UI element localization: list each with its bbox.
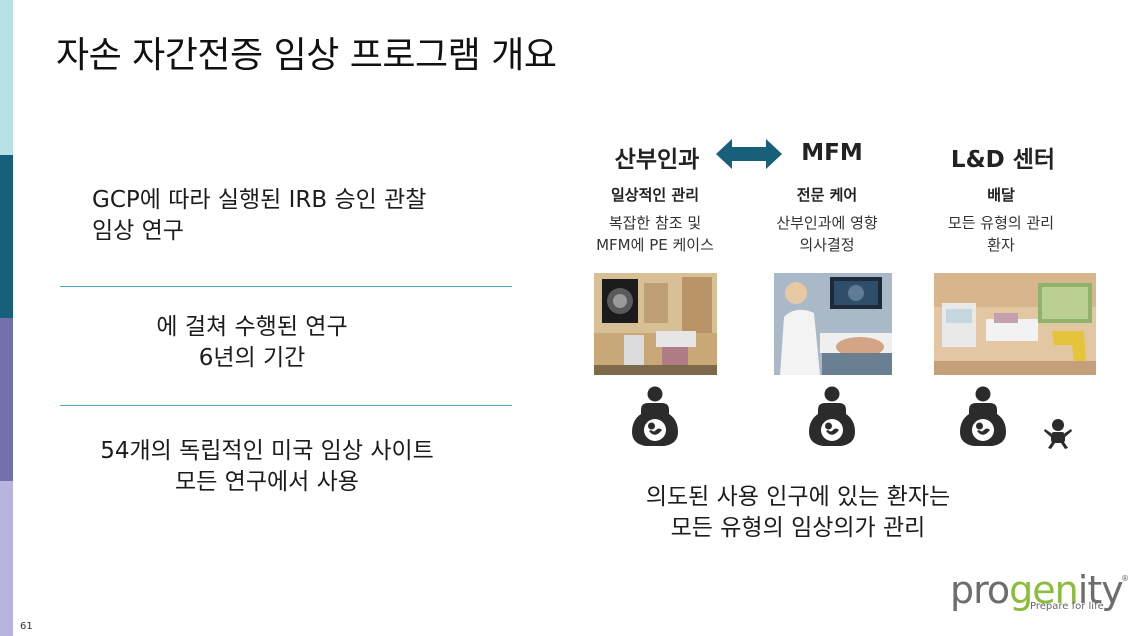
- baby-icon: [1044, 419, 1072, 449]
- progenity-logo: progenity ® Prepare for life.: [950, 568, 1129, 612]
- column-desc-ld-line1: 모든 유형의 관리: [947, 214, 1055, 232]
- delivery-room-photo: [934, 273, 1096, 375]
- double-arrow-icon: [716, 139, 782, 169]
- column-heading-obgyn: 산부인과: [614, 147, 700, 173]
- logo-wordmark: progenity: [950, 568, 1124, 612]
- exam-room-photo: [594, 273, 717, 375]
- pregnant-woman-icon: [809, 386, 855, 446]
- column-desc-ld-line2: 환자: [987, 236, 1015, 254]
- registered-mark: ®: [1121, 574, 1129, 583]
- left-block-sites: 54개의 독립적인 미국 임상 사이트 모든 연구에서 사용: [100, 436, 434, 498]
- column-desc-mfm: 산부인과에 영향 의사결정: [752, 212, 902, 256]
- column-subheading-ld-center: 배달: [987, 186, 1015, 204]
- column-desc-mfm-line1: 산부인과에 영향: [776, 214, 878, 232]
- left-block-irb-line2: 임상 연구: [92, 218, 184, 244]
- column-desc-ld-center: 모든 유형의 관리 환자: [926, 212, 1076, 256]
- side-color-band-2: [0, 155, 13, 318]
- pregnant-woman-icon: [632, 386, 678, 446]
- left-block-duration-line1: 에 걸쳐 수행된 연구: [156, 314, 348, 340]
- left-block-irb: GCP에 따라 실행된 IRB 승인 관찰 임상 연구: [92, 185, 426, 247]
- left-block-sites-line2: 모든 연구에서 사용: [175, 469, 359, 495]
- column-subheading-obgyn: 일상적인 관리: [610, 186, 700, 204]
- column-desc-obgyn-line1: 복잡한 참조 및: [608, 214, 702, 232]
- column-subheading-mfm: 전문 케어: [796, 186, 858, 204]
- column-desc-obgyn: 복잡한 참조 및 MFM에 PE 케이스: [580, 212, 730, 256]
- divider: [60, 286, 512, 287]
- side-color-band-4: [0, 481, 13, 636]
- bottom-summary: 의도된 사용 인구에 있는 환자는 모든 유형의 임상의가 관리: [600, 482, 996, 544]
- ultrasound-photo: [774, 273, 892, 375]
- bottom-summary-line2: 모든 유형의 임상의가 관리: [670, 515, 926, 541]
- side-color-band-1: [0, 0, 13, 155]
- left-block-irb-line1: GCP에 따라 실행된 IRB 승인 관찰: [92, 187, 427, 213]
- column-desc-mfm-line2: 의사결정: [799, 236, 855, 254]
- logo-tagline: Prepare for life.: [1030, 601, 1107, 612]
- side-color-band-3: [0, 318, 13, 481]
- bottom-summary-line1: 의도된 사용 인구에 있는 환자는: [645, 484, 951, 510]
- column-heading-mfm: MFM: [801, 140, 863, 166]
- slide-title: 자손 자간전증 임상 프로그램 개요: [56, 35, 557, 76]
- pregnant-woman-icon: [960, 386, 1006, 446]
- left-block-duration: 에 걸쳐 수행된 연구 6년의 기간: [152, 312, 352, 374]
- divider: [60, 405, 512, 406]
- column-heading-ld-center: L&D 센터: [950, 147, 1056, 173]
- left-block-sites-line1: 54개의 독립적인 미국 임상 사이트: [100, 438, 434, 464]
- page-number: 61: [20, 621, 33, 632]
- left-block-duration-line2: 6년의 기간: [198, 345, 306, 371]
- column-desc-obgyn-line2: MFM에 PE 케이스: [596, 236, 714, 254]
